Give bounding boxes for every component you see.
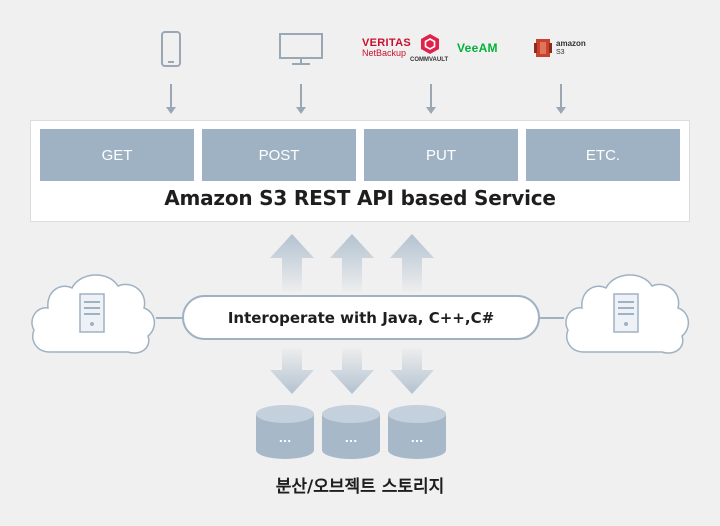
veritas-netbackup-logo: VERITAS NetBackup [362, 37, 411, 59]
down-arrow-1 [270, 348, 314, 394]
method-put: PUT [364, 129, 518, 181]
cylinder-2-dots: ... [344, 432, 358, 445]
storage-cylinder-2 [322, 405, 380, 459]
storage-cylinder-1 [256, 405, 314, 459]
client-arrow-1 [166, 84, 176, 114]
right-cloud-server [565, 274, 690, 354]
cylinder-3-dots: ... [410, 432, 424, 445]
client-arrow-3 [426, 84, 436, 114]
storage-cylinder-3 [388, 405, 446, 459]
mobile-phone-icon [161, 31, 181, 67]
left-cloud-server [31, 274, 156, 354]
server-icon [613, 293, 639, 333]
method-etc: ETC. [526, 129, 680, 181]
down-arrow-2 [330, 348, 374, 394]
service-title: Amazon S3 REST API based Service [164, 186, 556, 210]
storage-cylinders [256, 405, 446, 459]
veritas-logo-text: VERITAS [362, 37, 411, 49]
s3-logo-text: S3 [556, 49, 565, 56]
amazon-logo-text: amazon [556, 39, 586, 48]
left-connector [156, 317, 183, 319]
up-arrow-1 [270, 234, 314, 292]
amazon-s3-logo-text: amazon S3 [556, 39, 586, 57]
method-get: GET [40, 129, 194, 181]
aws-s3-bucket-icon [534, 39, 552, 57]
client-arrow-4 [556, 84, 566, 114]
down-arrow-3 [390, 348, 434, 394]
netbackup-logo-text: NetBackup [362, 48, 407, 58]
cylinder-1-dots: ... [278, 432, 292, 445]
client-arrow-2 [296, 84, 306, 114]
storage-label: 분산/오브젝트 스토리지 [275, 477, 445, 497]
interop-pill: Interoperate with Java, C++,C# [182, 295, 540, 340]
right-connector [539, 317, 564, 319]
interop-label: Interoperate with Java, C++,C# [227, 308, 495, 327]
method-post: POST [202, 129, 356, 181]
commvault-hexagon-icon [421, 34, 439, 54]
monitor-icon [279, 33, 323, 65]
commvault-logo-text: COMMVAULT [410, 57, 449, 63]
server-icon [79, 293, 105, 333]
up-arrow-3 [390, 234, 434, 292]
up-arrow-2 [330, 234, 374, 292]
veeam-logo: VeeAM [457, 41, 498, 55]
